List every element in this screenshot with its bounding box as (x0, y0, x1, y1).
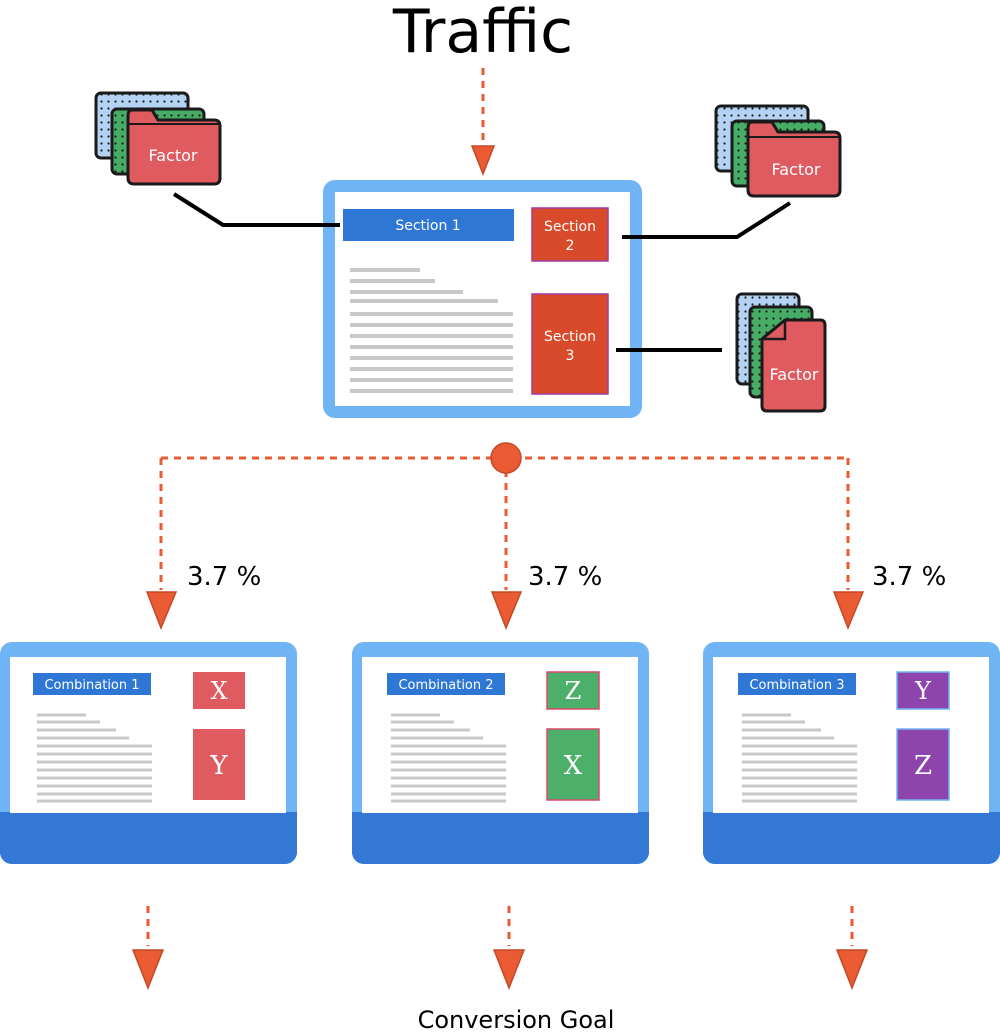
combination-1-top-letter: X (210, 677, 227, 705)
combination-3-bottom-letter: Z (914, 751, 932, 781)
combination-3-label: Combination 3 (749, 678, 844, 693)
combination-1-text-lines (37, 713, 152, 803)
section-3 (531, 293, 609, 395)
combination-2-tag (387, 673, 505, 695)
section-1-label: Section 1 (395, 218, 460, 234)
combination-1-top-box (193, 672, 245, 709)
conversion-goal-label: Conversion Goal (418, 1006, 615, 1032)
combination-1-label: Combination 1 (44, 678, 139, 693)
section-2-label-line2: 2 (566, 238, 575, 254)
percent-label-2: 3.7 % (528, 562, 602, 592)
section-2 (531, 207, 609, 262)
combination-3-bottom-box (896, 728, 950, 801)
combination-3-top-box (896, 671, 950, 710)
combination-3-tag (738, 673, 856, 695)
combination-2: Combination 2 Z X (352, 642, 649, 864)
section-2-label-line1: Section (544, 219, 596, 235)
combination-2-bottom-box (546, 728, 600, 801)
split-node (490, 442, 522, 474)
factor-document: Factor (735, 292, 827, 413)
factor-connectors (172, 192, 792, 352)
text-lines (350, 268, 513, 393)
combination-2-top-box (546, 671, 600, 710)
combination-3-top-letter: Y (914, 677, 932, 705)
combination-2-text-lines (391, 713, 506, 803)
split-connectors (159, 456, 850, 590)
factor-3-label: Factor (770, 365, 819, 384)
factor-folder-1: Factor (94, 91, 222, 186)
main-page: Section 1 Section 2 Section 3 (323, 180, 642, 418)
combination-1-bottom-box (193, 729, 245, 800)
combination-3-text-lines (742, 713, 857, 803)
factor-2-label: Factor (772, 160, 821, 179)
section-3-label-line1: Section (544, 329, 596, 345)
traffic-arrow (470, 68, 496, 177)
combination-1: Combination 1 X Y (0, 642, 297, 864)
combination-3: Combination 3 Y Z (703, 642, 1000, 864)
combination-2-bottom-letter: X (564, 751, 583, 781)
combination-1-bottom-letter: Y (209, 751, 228, 781)
section-3-label-line2: 3 (566, 348, 575, 364)
percent-label-3: 3.7 % (872, 562, 946, 592)
combination-2-top-letter: Z (565, 677, 582, 705)
factor-folder-2: Factor (714, 104, 842, 198)
split-arrowheads (145, 591, 865, 631)
combination-2-label: Combination 2 (398, 678, 493, 693)
section-1 (343, 209, 514, 241)
percent-label-1: 3.7 % (187, 562, 261, 592)
traffic-title: Traffic (392, 0, 573, 67)
combination-1-tag (33, 673, 151, 695)
conversion-arrows (131, 906, 869, 991)
factor-1-label: Factor (149, 146, 198, 165)
